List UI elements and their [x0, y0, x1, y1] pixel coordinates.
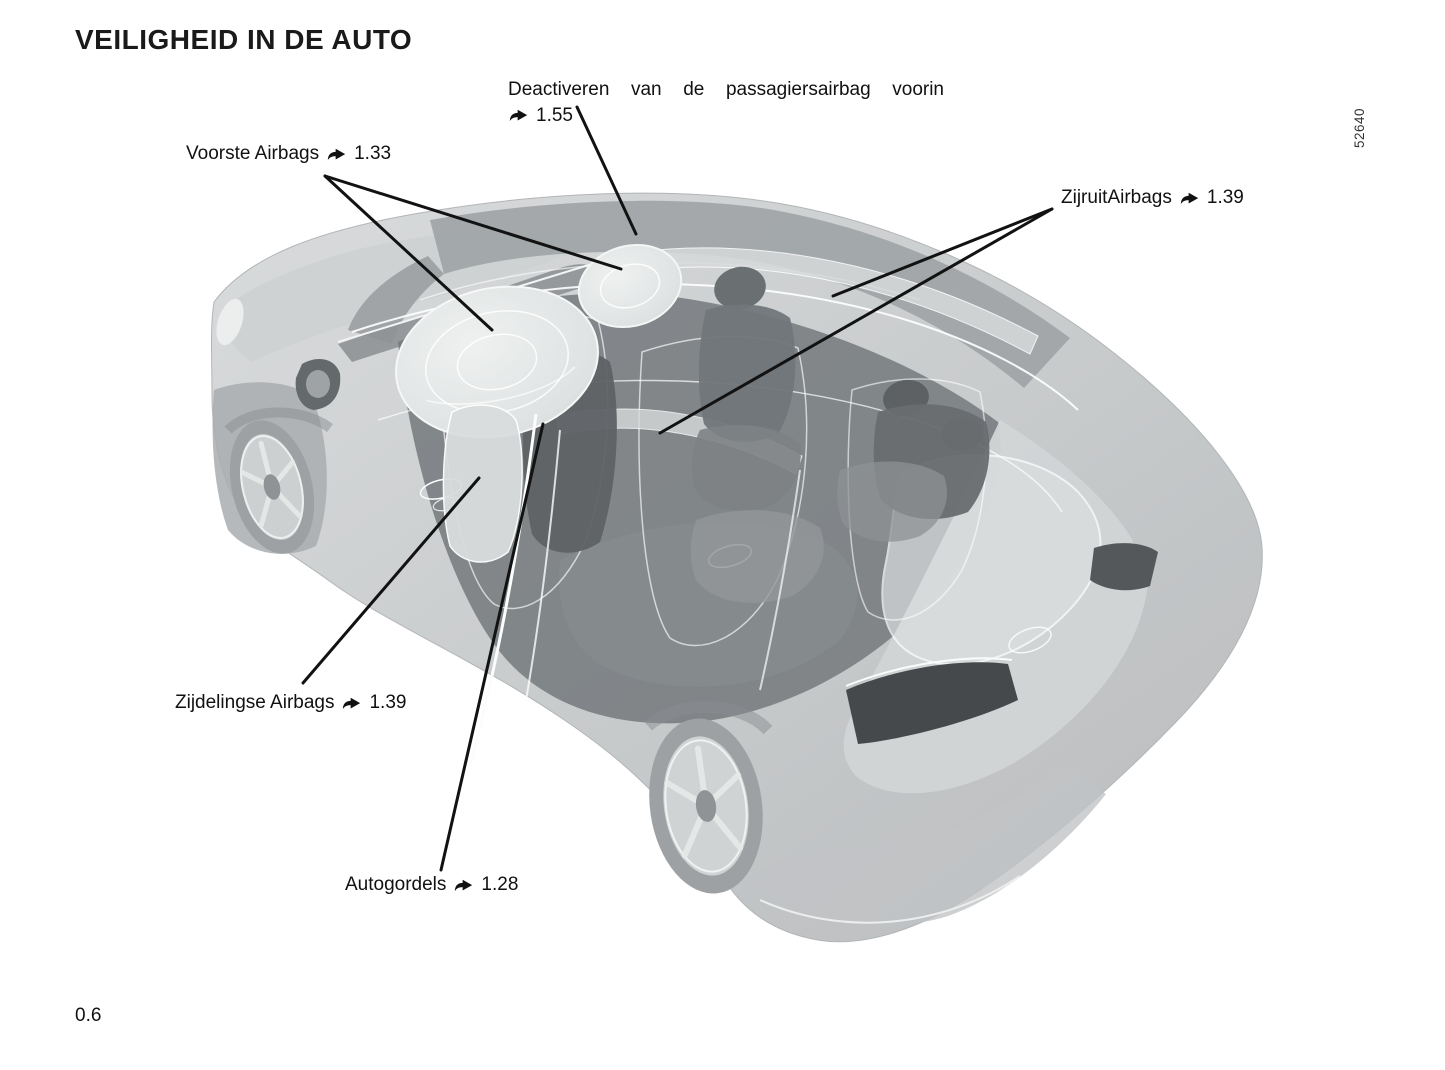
leader-front-airbag-driver [323, 174, 494, 332]
callout-text: Deactiveren van de passagiersairbag voor… [508, 79, 944, 100]
leader-window-airbag-roof [831, 207, 1054, 298]
cross-reference-arrow-icon [455, 879, 473, 892]
front-wheel [229, 420, 315, 554]
leader-window-airbag-cabin [658, 207, 1054, 435]
passenger-airbag-balloon [577, 243, 683, 329]
callout-text: Zijdelingse Airbags [175, 692, 335, 713]
cross-reference-arrow-icon [509, 109, 528, 122]
side-mirror [295, 359, 341, 410]
headlight [216, 298, 244, 346]
leader-front-airbag-passenger [323, 174, 623, 271]
leader-seat-belt [439, 422, 545, 872]
side-airbag [442, 404, 523, 563]
page-number: 0.6 [75, 1005, 102, 1026]
callout-front-airbags: Voorste Airbags 1.33 [186, 142, 391, 165]
callout-ref: 1.28 [481, 874, 519, 895]
callout-text: Voorste Airbags [186, 143, 320, 164]
driver-airbag-balloon [395, 285, 599, 439]
callout-text: ZijruitAirbags [1061, 187, 1172, 208]
callout-ref: 1.33 [354, 143, 392, 164]
callout-ref: 1.39 [369, 692, 407, 713]
callout-text: Autogordels [345, 874, 447, 895]
callout-side-airbags: Zijdelingse Airbags 1.39 [175, 691, 406, 714]
cross-reference-arrow-icon [343, 697, 361, 710]
taillights [845, 543, 1158, 744]
rear-wheel [649, 718, 763, 894]
cross-reference-arrow-icon [1180, 192, 1199, 205]
leader-lines [301, 105, 1054, 872]
rear-bumper [742, 766, 1106, 926]
callout-ref: 1.55 [536, 105, 573, 126]
leader-deactivate-passenger-airbag [575, 105, 638, 236]
page-title: VEILIGHEID IN DE AUTO [75, 24, 413, 55]
callout-ref: 1.39 [1206, 187, 1244, 208]
callout-seat-belts: Autogordels 1.28 [345, 873, 518, 896]
callout-window-airbags: ZijruitAirbags 1.39 [1061, 186, 1244, 209]
seat-belts [468, 413, 801, 767]
cross-reference-arrow-icon [327, 148, 346, 161]
figure-number: 52640 [1352, 107, 1367, 149]
leader-side-airbag [301, 476, 481, 685]
callout-deactivate-passenger-airbag: Deactiveren van de passagiersairbag voor… [508, 77, 944, 128]
